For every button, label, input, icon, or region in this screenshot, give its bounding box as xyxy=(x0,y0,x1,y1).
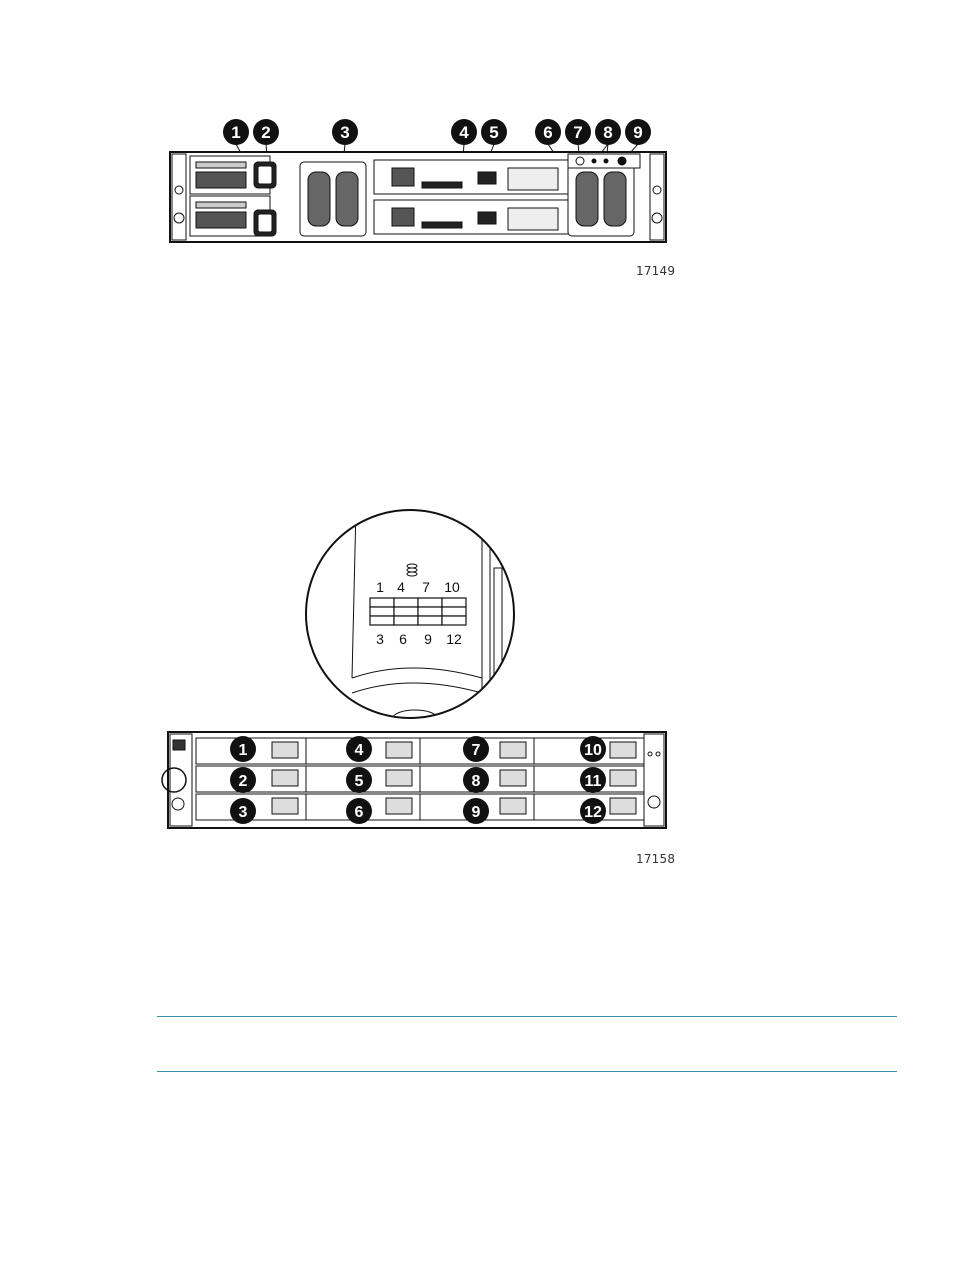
detail-top-10: 10 xyxy=(444,579,460,595)
bay-callout-3: 3 xyxy=(239,804,248,821)
note-text xyxy=(160,1030,890,1058)
bay-callout-7: 7 xyxy=(472,742,481,759)
bay-callout-8: 8 xyxy=(472,773,481,790)
callout-9-label: 9 xyxy=(633,123,642,142)
front-figure-number: 17158 xyxy=(636,852,675,866)
callout-7-label: 7 xyxy=(573,123,582,142)
callout-3-label: 3 xyxy=(340,123,349,142)
rear-view-illustration: 1 2 3 4 5 6 7 8 9 xyxy=(160,110,680,250)
drive-led-grid xyxy=(370,598,466,625)
rear-callouts: 1 2 3 4 5 6 7 8 9 xyxy=(223,119,651,145)
rear-view-figure: 1 2 3 4 5 6 7 8 9 xyxy=(160,110,680,250)
note-bottom-rule xyxy=(157,1071,897,1072)
callout-1: 1 xyxy=(223,119,249,145)
callout-5-label: 5 xyxy=(489,123,498,142)
callout-6-label: 6 xyxy=(543,123,552,142)
detail-bottom-9: 9 xyxy=(424,631,432,647)
callout-5: 5 xyxy=(481,119,507,145)
bay-callout-9: 9 xyxy=(472,804,481,821)
bay-callout-5: 5 xyxy=(355,773,364,790)
callout-9: 9 xyxy=(625,119,651,145)
bay-callout-11: 11 xyxy=(585,773,602,790)
callout-8: 8 xyxy=(595,119,621,145)
front-view-illustration: 1 4 7 10 3 6 9 12 xyxy=(160,508,680,838)
detail-bottom-3: 3 xyxy=(376,631,384,647)
callout-8-label: 8 xyxy=(603,123,612,142)
rear-figure-number: 17149 xyxy=(636,264,675,278)
bay-callout-10: 10 xyxy=(584,742,602,759)
detail-bottom-6: 6 xyxy=(399,631,407,647)
callout-4: 4 xyxy=(451,119,477,145)
detail-top-4: 4 xyxy=(397,579,405,595)
callout-6: 6 xyxy=(535,119,561,145)
callout-3: 3 xyxy=(332,119,358,145)
drive-bays xyxy=(196,738,644,820)
front-view-figure: 1 4 7 10 3 6 9 12 xyxy=(160,508,680,838)
note-top-rule xyxy=(157,1016,897,1017)
bay-callout-6: 6 xyxy=(355,804,364,821)
callout-4-label: 4 xyxy=(459,123,469,142)
bay-callout-2: 2 xyxy=(239,773,248,790)
bay-callout-12: 12 xyxy=(584,804,602,821)
detail-top-1: 1 xyxy=(376,579,384,595)
callout-7: 7 xyxy=(565,119,591,145)
callout-2-label: 2 xyxy=(261,123,270,142)
callout-1-label: 1 xyxy=(231,123,240,142)
detail-bottom-12: 12 xyxy=(446,631,462,647)
callout-2: 2 xyxy=(253,119,279,145)
bay-callout-1: 1 xyxy=(239,742,248,759)
bay-callout-4: 4 xyxy=(355,742,364,759)
detail-top-7: 7 xyxy=(422,579,430,595)
